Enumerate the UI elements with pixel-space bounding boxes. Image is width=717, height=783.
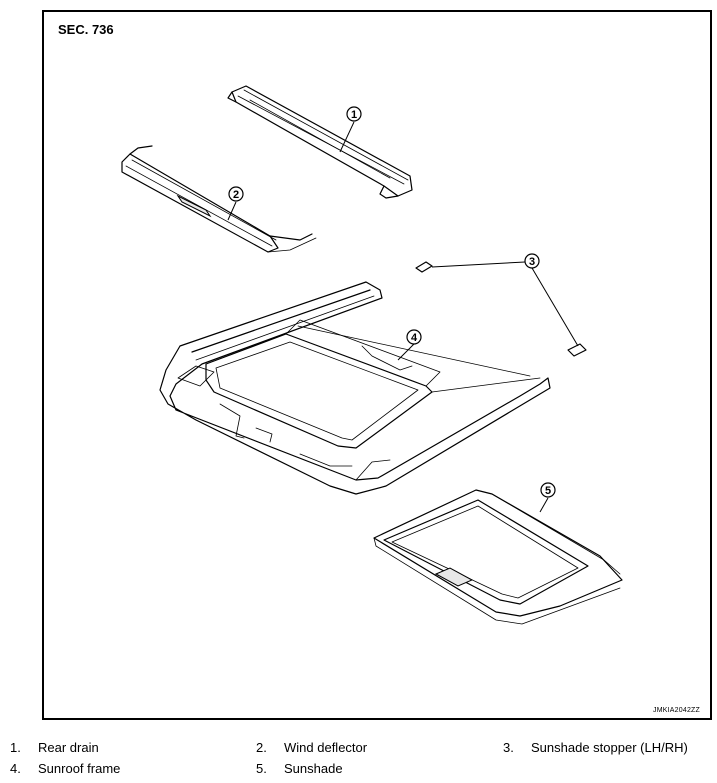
diagram-frame: SEC. 736 JMKIA2042ZZ [42, 10, 712, 720]
svg-text:1: 1 [351, 109, 357, 121]
wind-deflector-part [121, 145, 317, 253]
rear-drain-part [227, 85, 413, 199]
legend-number: 5. [256, 761, 267, 776]
legend-label: Sunshade [284, 761, 343, 776]
callout-4: 4 [397, 329, 422, 361]
callout-1: 1 [339, 106, 362, 153]
callout-2: 2 [227, 186, 244, 221]
sunshade-stopper-parts [415, 261, 587, 357]
legend-number: 2. [256, 740, 267, 755]
legend-item-sunroof-frame: 4. Sunroof frame [10, 761, 120, 776]
callout-3: 3 [431, 253, 579, 347]
legend-item-rear-drain: 1. Rear drain [10, 740, 99, 755]
legend-label: Sunroof frame [38, 761, 121, 776]
svg-text:3: 3 [529, 256, 535, 268]
sunroof-frame-part [159, 281, 551, 495]
legend-label: Rear drain [38, 740, 99, 755]
legend-number: 1. [10, 740, 21, 755]
legend-label: Wind deflector [284, 740, 368, 755]
sunshade-part [373, 489, 623, 625]
svg-text:5: 5 [545, 485, 551, 497]
svg-text:4: 4 [411, 332, 418, 344]
callout-5: 5 [539, 482, 556, 513]
legend-number: 4. [10, 761, 21, 776]
legend-label: Sunshade stopper (LH/RH) [531, 740, 688, 755]
svg-text:2: 2 [233, 189, 239, 201]
legend-item-sunshade-stopper: 3. Sunshade stopper (LH/RH) [503, 740, 688, 755]
image-code: JMKIA2042ZZ [653, 707, 700, 714]
section-label: SEC. 736 [58, 22, 114, 37]
exploded-parts-drawing: 1 2 3 4 5 [121, 85, 623, 625]
legend-number: 3. [503, 740, 514, 755]
legend-item-sunshade: 5. Sunshade [256, 761, 343, 776]
legend-item-wind-deflector: 2. Wind deflector [256, 740, 367, 755]
